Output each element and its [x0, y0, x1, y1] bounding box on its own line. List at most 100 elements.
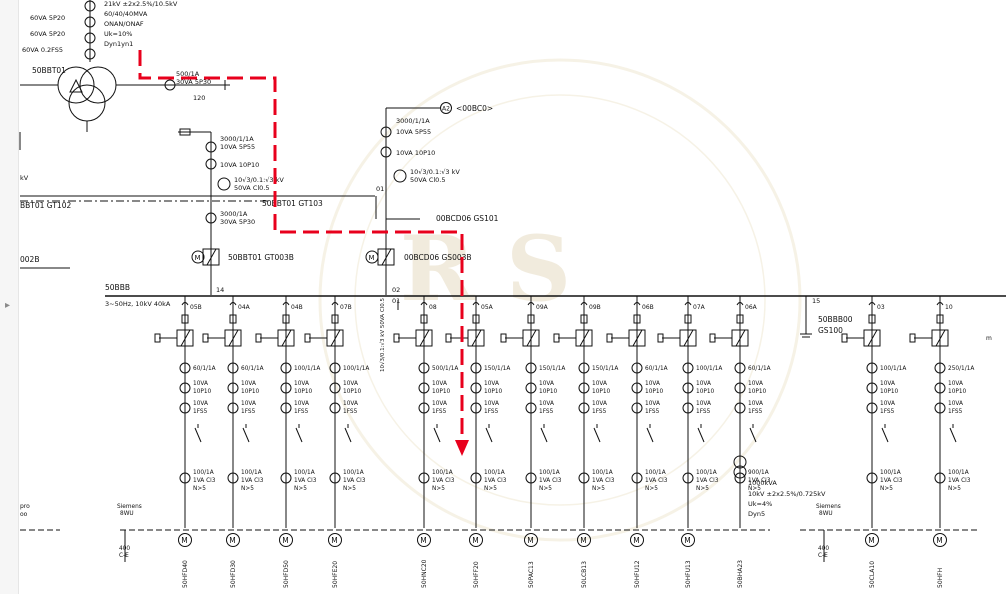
feeder-08-ct4-icon [418, 472, 430, 484]
feeder-06A-aux-tx-icon-b [733, 465, 747, 479]
tx-rating-5: Dyn1yn1 [104, 40, 133, 48]
feeder-07A-ct1-icon [682, 362, 694, 374]
feeder-07B-tag: 50HFE20 [332, 561, 339, 588]
feeder-04A-tag: 50HFD30 [230, 560, 237, 588]
earth-2-sub: 8WU [819, 511, 833, 517]
feeder-09B-motor-label: M [580, 536, 586, 545]
feeder-06B-f2: 10P10 [645, 389, 664, 395]
feeder-07B-motor-icon [328, 533, 342, 547]
feeder-08-switch-blade [433, 427, 441, 443]
feeder-07A-ct4-icon [682, 472, 694, 484]
feeder-07B-breaker-blade [330, 329, 341, 347]
feeder-05B-no: 05B [190, 304, 202, 311]
feeder-04B-fuse-icon [282, 314, 290, 324]
feeder-06B-motor-label: M [633, 536, 639, 545]
feeder-04A-ct2: 100/1A [241, 470, 262, 476]
expand-arrow-icon[interactable]: ▸ [5, 300, 11, 311]
inc-vt-2: 50VA Cl0.5 [234, 184, 270, 192]
feeder-08-ns: N>5 [432, 486, 445, 492]
feeder-09A-ct1: 150/1/1A [539, 366, 565, 372]
inc-ct-3: 10VA 10P10 [220, 161, 259, 169]
coupler-vt-2: 50VA Cl0.5 [410, 176, 446, 184]
feeder-04B-motor-icon [279, 533, 293, 547]
feeder-05B-motor-label: M [181, 536, 187, 545]
feeder-07A-f4: 1FS5 [696, 409, 711, 415]
feeder-07B-f3: 10VA [343, 401, 358, 407]
svg-text:A2: A2 [442, 106, 450, 113]
coupler-breaker: 00BCD06 GS003B [404, 253, 472, 262]
feeder-03-no: 03 [877, 304, 885, 311]
feeder-05B-tag: 50HFD40 [182, 560, 189, 588]
feeder-08-tag: 50HNC20 [421, 559, 428, 588]
left-partial-a: pro [20, 503, 30, 510]
feeder-04A-f4: 1FS5 [241, 409, 256, 415]
feeder-08-aux-icon [393, 333, 400, 343]
svg-text:M: M [195, 254, 201, 262]
feeder-04B-f3: 10VA [294, 401, 309, 407]
feeder-06A-ct1-icon [734, 362, 746, 374]
feeder-08-f1: 10VA [432, 381, 447, 387]
feeder-05A-ct1-icon [470, 362, 482, 374]
watermark: R S [318, 58, 802, 542]
feeder-07B-f4: 1FS5 [343, 409, 358, 415]
feeder-05B-f1: 10VA [193, 381, 208, 387]
feeder-09A-ct2-icon [525, 382, 537, 394]
feeder-07B-ct1: 100/1/1A [343, 366, 369, 372]
feeder-10-fuse-icon [936, 314, 944, 324]
feeder-04B-switch-blade [295, 427, 303, 443]
feeder-05B-motor-icon [178, 533, 192, 547]
feeder-05A-motor-icon [469, 533, 483, 547]
feeder-05A-tag: 50HFF20 [473, 561, 480, 588]
coupler-ct-3: 10VA 10P10 [396, 149, 435, 157]
inc-ct-1: 3000/1/1A [220, 135, 254, 143]
feeder-06B-ct1-icon [631, 362, 643, 374]
feeder-08-fuse-icon [420, 314, 428, 324]
feeder-07B-ct1-icon [329, 362, 341, 374]
feeder-08-no: 08 [429, 304, 437, 311]
feeder-04B-aux-icon [255, 333, 262, 343]
feeder-10-switch-blade [949, 427, 957, 443]
feeder-05B-ct2b: 1VA Cl3 [193, 478, 216, 484]
inc-vt-1: 10√3/0.1:√3 kV [234, 176, 284, 184]
feeder-10-tag: 50HFH [937, 568, 944, 588]
feeder-06A-aux-icon [709, 333, 716, 343]
feeder-04A-ct4-icon [227, 472, 239, 484]
feeder-04A-ct1-icon [227, 362, 239, 374]
feeder-04A-switch-blade [242, 427, 250, 443]
feeder-06A-switch-blade [749, 427, 757, 443]
feeder-03-ct2-icon [866, 382, 878, 394]
feeder-03-ct1-icon [866, 362, 878, 374]
feeder-08-plug-icon [420, 302, 428, 306]
feeder-10-ns: N>5 [948, 486, 961, 492]
feeder-06A-f2: 10P10 [748, 389, 767, 395]
feeder-06A-f3: 10VA [748, 401, 763, 407]
feeder-03-tag: 50CLA10 [869, 561, 876, 588]
feeder-04B-tag: 50HFD50 [283, 560, 290, 588]
feeder-09B-ct1: 150/1/1A [592, 366, 618, 372]
feeder-06A-aux-tx-icon-a [733, 455, 747, 469]
feeder-05B-ct3-icon [179, 402, 191, 414]
feeder-09B-ct1-icon [578, 362, 590, 374]
feeder-05B-ct1-icon [179, 362, 191, 374]
aux-tx-ratio: 10kV ±2x2.5%/0.725kV [748, 490, 826, 498]
tx-rating-1: 21kV ±2x2.5%/10.5kV [104, 0, 178, 8]
feeder-05B-fuse-icon [181, 314, 189, 324]
feeder-05B-breaker-blade [180, 329, 191, 347]
feeder-05A-f2: 10P10 [484, 389, 503, 395]
feeder-03-f4: 1FS5 [880, 409, 895, 415]
feeder-09B-f1: 10VA [592, 381, 607, 387]
feeder-08-motor-label: M [420, 536, 426, 545]
tx-rating-2: 60/40/40MVA [104, 10, 148, 18]
feeder-03-f1: 10VA [880, 381, 895, 387]
feeder-07B-f2: 10P10 [343, 389, 362, 395]
feeder-05A-ct2-icon [470, 382, 482, 394]
feeder-10-f1: 10VA [948, 381, 963, 387]
feeder-04B-no: 04B [291, 304, 303, 311]
feeder-09A-ct2b: 1VA Cl3 [539, 478, 562, 484]
feeder-09A-ns: N>5 [539, 486, 552, 492]
feeder-05A-ct4-icon [470, 472, 482, 484]
feeder-07A-ns: N>5 [696, 486, 709, 492]
feeder-06B-switch-blade [646, 427, 654, 443]
feeder-05A-motor-label: M [472, 536, 478, 545]
feeder-09B-no: 09B [589, 304, 601, 311]
